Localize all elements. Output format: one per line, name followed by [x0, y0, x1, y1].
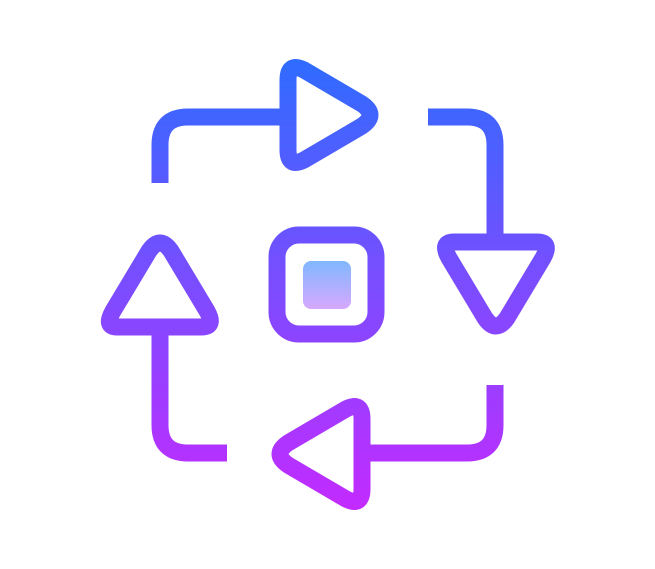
bottom-right-connector-line: [367, 385, 504, 462]
bottom-left-connector-line: [151, 330, 227, 462]
arrow-down-icon: [437, 233, 555, 335]
arrow-up-icon: [100, 234, 219, 336]
center-square-outline: [268, 226, 385, 343]
top-right-connector-line: [428, 108, 504, 240]
arrow-left-icon: [271, 398, 371, 510]
top-left-connector-line: [151, 108, 283, 183]
arrow-right-icon: [279, 59, 379, 171]
center-square-fill: [303, 261, 351, 309]
